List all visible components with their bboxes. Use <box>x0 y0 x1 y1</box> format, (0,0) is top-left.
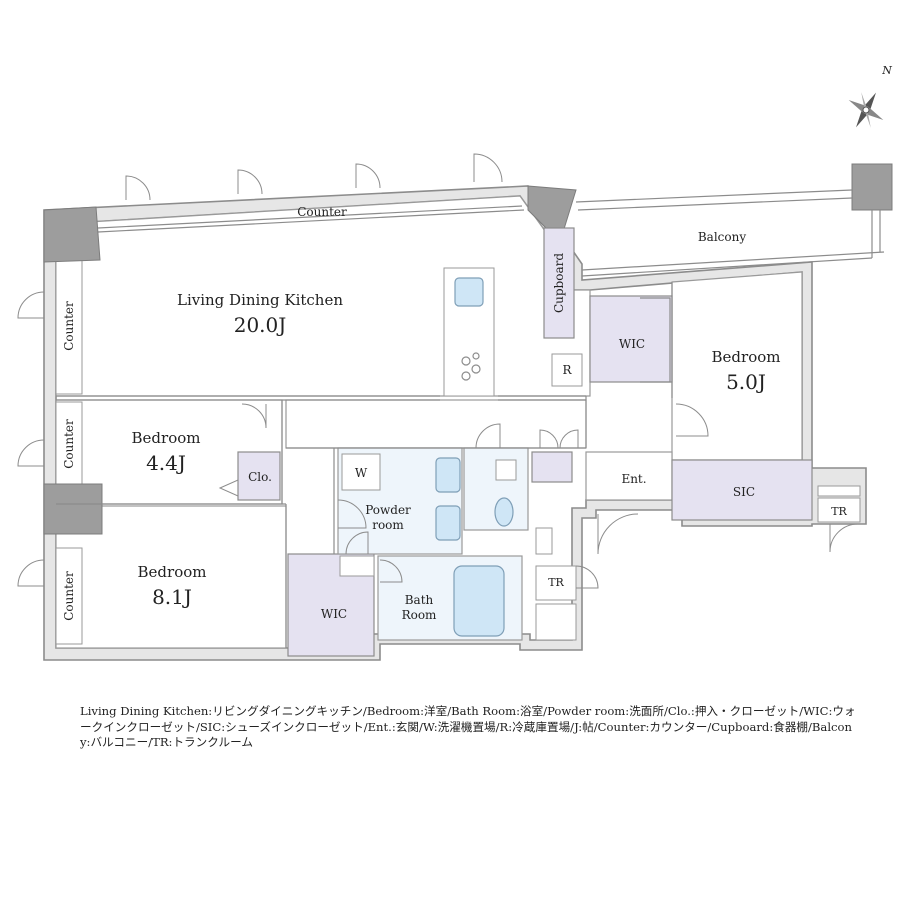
counter-top-label: Counter <box>297 205 347 219</box>
doors <box>17 153 859 589</box>
bath-room-line2: Room <box>402 608 437 622</box>
kitchen-island <box>443 267 495 397</box>
east-bedroom-floor <box>671 271 803 461</box>
bedroom-mid-size: 4.4J <box>146 451 186 475</box>
powder-room-line2: room <box>372 518 404 532</box>
wic-east-label: WIC <box>619 337 645 351</box>
sic-label: SIC <box>733 485 755 499</box>
bedroom-south-name: Bedroom <box>138 563 207 581</box>
bedroom-east-name: Bedroom <box>712 348 781 366</box>
tr-outer-label: TR <box>831 505 847 518</box>
counters <box>55 205 525 645</box>
structural-columns <box>43 163 893 535</box>
compass-icon <box>848 92 884 128</box>
wic-south <box>287 553 375 657</box>
powder-room-line1: Powder <box>365 503 411 517</box>
wet-area <box>337 447 573 641</box>
closet-label: Clo. <box>248 470 272 484</box>
closet <box>237 451 281 501</box>
north-label: N <box>881 64 892 77</box>
bath-room-line1: Bath <box>405 593 434 607</box>
entrance-floor <box>585 451 673 501</box>
legend-text: Living Dining Kitchen:リビングダイニングキッチン/Bedr… <box>80 704 856 749</box>
washer-label: W <box>355 466 368 480</box>
interior-walls <box>56 282 673 648</box>
tr-inner-label: TR <box>548 576 564 589</box>
hall-floor <box>285 399 587 449</box>
wic-east <box>589 295 673 383</box>
fridge-space <box>551 353 583 387</box>
wic-south-label: WIC <box>321 607 347 621</box>
counter-side-label-3: Counter <box>62 571 76 621</box>
cupboard <box>543 227 575 339</box>
entrance-label: Ent. <box>621 472 646 486</box>
ldk-name: Living Dining Kitchen <box>177 291 343 309</box>
balcony <box>575 189 885 277</box>
balcony-label: Balcony <box>698 230 746 244</box>
cupboard-label: Cupboard <box>552 253 566 313</box>
bedroom-south-size: 8.1J <box>152 585 192 609</box>
bedroom-east-size: 5.0J <box>726 370 766 394</box>
counter-side-label-2: Counter <box>62 419 76 469</box>
counter-side-label-1: Counter <box>62 301 76 351</box>
fridge-label: R <box>562 363 572 377</box>
trunk-rooms <box>535 485 861 641</box>
ldk-size: 20.0J <box>234 313 287 337</box>
sic <box>671 459 813 521</box>
bedroom-mid-name: Bedroom <box>132 429 201 447</box>
